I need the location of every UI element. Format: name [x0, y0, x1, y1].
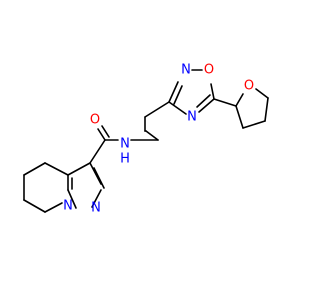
atom-labels: O N H N O N O N N	[63, 63, 254, 216]
bond	[210, 83, 215, 100]
bond	[196, 94, 211, 108]
bond	[168, 81, 179, 103]
bond	[89, 162, 102, 185]
bond	[235, 105, 244, 129]
bond	[23, 199, 46, 213]
atom-label-N: N	[63, 199, 73, 214]
bond	[97, 128, 106, 141]
bond	[242, 120, 266, 129]
atom-label-N: N	[91, 201, 101, 216]
bond	[44, 202, 63, 213]
bond	[145, 130, 159, 141]
bond	[235, 93, 244, 107]
tetrahydrofuran-oxygen: O	[244, 79, 254, 94]
oxadiazole-nitrogen-4: N	[187, 110, 197, 125]
bond	[67, 189, 77, 209]
bond	[91, 189, 102, 208]
atom-label-O: O	[90, 113, 100, 128]
bond	[67, 162, 91, 176]
pyrazole-nitrogen-1: N	[63, 199, 73, 214]
atom-label-N: N	[187, 110, 197, 125]
oxadiazole-oxygen: O	[204, 63, 214, 78]
bonds	[23, 69, 269, 213]
amide-nitrogen: N H	[120, 137, 130, 167]
bond	[168, 101, 187, 115]
bond	[144, 101, 170, 118]
atom-label-N: N	[181, 63, 191, 78]
bond	[173, 85, 183, 105]
atom-label-N: N	[120, 137, 130, 152]
bond	[255, 88, 269, 99]
atom-label-O: O	[244, 79, 254, 94]
atom-label-O: O	[204, 63, 214, 78]
bond	[93, 167, 105, 189]
bond	[23, 162, 46, 176]
bond	[101, 125, 110, 138]
oxadiazole-nitrogen-2: N	[181, 63, 191, 78]
bond	[213, 98, 237, 107]
bond	[89, 139, 106, 164]
atom-label-H: H	[120, 152, 130, 167]
bond	[264, 97, 269, 122]
molecule-structure: O N H N O N O N N	[23, 63, 269, 216]
molecule-canvas: O N H N O N O N N	[23, 62, 269, 216]
pyrazole-nitrogen-2: N	[91, 201, 101, 216]
bond	[198, 98, 215, 113]
carbonyl-oxygen: O	[90, 113, 100, 128]
bond	[44, 162, 69, 176]
